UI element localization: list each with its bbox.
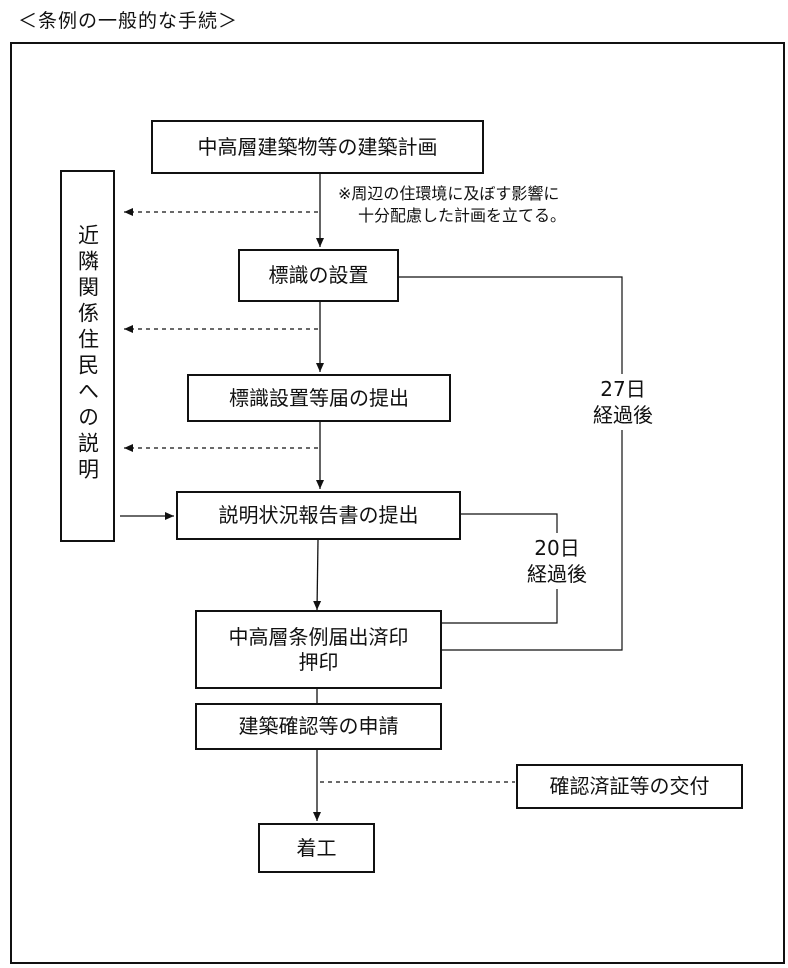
step-construction-start: 着工 (258, 823, 375, 873)
planning-note-line1: ※周辺の住環境に及ぼす影響に (338, 184, 560, 203)
step-construction-start-label: 着工 (296, 835, 337, 860)
label-20-days-number: 20日 (534, 536, 580, 560)
step-sign-installation-label: 標識の設置 (268, 263, 369, 287)
label-20-days: 20日 経過後 (514, 533, 600, 589)
arrow-report-to-stamp (313, 539, 322, 611)
page-title: ＜条例の一般的な手続＞ (18, 10, 239, 32)
step-certificate-issuance: 確認済証等の交付 (516, 764, 743, 809)
neighbor-explanation-box: 近隣関係住民への説明 (60, 170, 115, 542)
step-sign-installation: 標識の設置 (238, 249, 399, 302)
planning-note: ※周辺の住環境に及ぼす影響に 十分配慮した計画を立てる。 (338, 183, 566, 228)
step-explanation-report: 説明状況報告書の提出 (176, 491, 461, 540)
label-27-days-elapsed: 経過後 (593, 403, 653, 427)
bracket-27-days (398, 276, 623, 651)
step-sign-notice-submission-label: 標識設置等届の提出 (229, 385, 409, 410)
step-building-plan-label: 中高層建築物等の建築計画 (197, 134, 438, 159)
step-certificate-issuance-label: 確認済証等の交付 (549, 774, 710, 798)
step-ordinance-stamp-line2: 押印 (298, 649, 339, 674)
step-building-confirmation-application: 建築確認等の申請 (195, 703, 442, 750)
label-27-days: 27日 経過後 (580, 374, 666, 430)
label-27-days-number: 27日 (600, 377, 646, 401)
neighbor-explanation-label: 近隣関係住民への説明 (75, 224, 100, 484)
label-20-days-elapsed: 経過後 (527, 562, 587, 586)
step-sign-notice-submission: 標識設置等届の提出 (187, 374, 451, 422)
step-building-confirmation-application-label: 建築確認等の申請 (238, 714, 399, 738)
step-ordinance-stamp: 中高層条例届出済印 押印 (195, 610, 442, 689)
step-explanation-report-label: 説明状況報告書の提出 (218, 503, 419, 527)
diagram-frame (10, 42, 785, 964)
step-ordinance-stamp-line1: 中高層条例届出済印 (228, 624, 409, 649)
step-building-plan: 中高層建築物等の建築計画 (151, 120, 484, 174)
planning-note-line2: 十分配慮した計画を立てる。 (358, 206, 567, 226)
